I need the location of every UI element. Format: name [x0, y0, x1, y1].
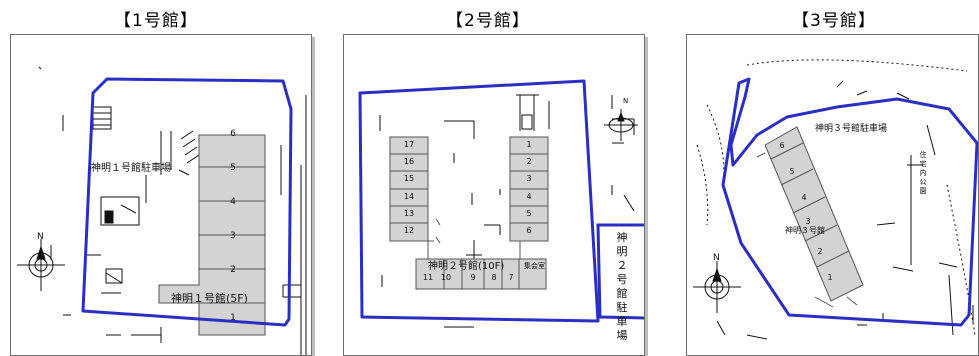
unit-number: 16	[403, 157, 415, 166]
compass-north-letter: N	[623, 97, 629, 105]
north-compass	[604, 109, 638, 141]
site-map-building-2: N 17 16 15 14 13 12 1 2 3 4 5 6 11 10 9 …	[343, 34, 645, 356]
unit-number: 5	[230, 163, 236, 173]
compass-north-letter: N	[37, 232, 44, 242]
north-compass	[693, 261, 741, 313]
unit-number: 2	[817, 247, 823, 256]
unit-number: 6	[779, 141, 785, 150]
site-boundary	[721, 77, 978, 327]
site-boundary	[358, 79, 600, 323]
unit-number: 5	[789, 167, 795, 176]
unit-number: 5	[526, 209, 532, 218]
site-map-building-3: N 神明３号館駐車場 神明３号館 6 5 4 3 2 1 住 宅 内 公 園	[686, 34, 979, 356]
unit-number: 6	[230, 129, 236, 139]
unit-number: 7	[508, 273, 514, 282]
parking-label: 神明１号館駐車場	[91, 163, 171, 174]
compass-north-letter: N	[713, 253, 720, 263]
panel-1-title: 【1号館】	[114, 11, 198, 31]
map-drawing	[358, 79, 644, 328]
north-compass	[17, 239, 65, 291]
map-frame: N 神明３号館駐車場 神明３号館 6 5 4 3 2 1 住 宅 内 公 園	[686, 34, 979, 356]
unit-number: 6	[526, 226, 532, 235]
site-map-building-1: N 神明１号館駐車場 神明１号館(5F) 6 5 4 3 2 1	[10, 34, 312, 356]
unit-number: 9	[470, 273, 476, 282]
unit-number: 4	[801, 193, 807, 202]
unit-number: 17	[403, 140, 415, 149]
park-label-vertical: 住 宅 内 公 園	[919, 151, 927, 195]
unit-number: 2	[526, 157, 532, 166]
map-frame: N 17 16 15 14 13 12 1 2 3 4 5 6 11 10 9 …	[343, 34, 645, 356]
unit-number: 8	[491, 273, 497, 282]
unit-number: 4	[526, 192, 532, 201]
parking-label: 神明３号館駐車場	[815, 124, 888, 134]
parking-boundary	[596, 223, 644, 320]
panel-3-title: 【3号館】	[792, 11, 876, 31]
unit-number: 2	[230, 265, 236, 275]
unit-number: 4	[230, 197, 236, 207]
building-label: 神明２号館(10F)	[428, 261, 505, 272]
unit-number: 3	[230, 231, 236, 241]
parking-label-vertical: 神 明 ２ 号 館 駐 車 場	[616, 231, 628, 342]
unit-number: 1	[827, 273, 833, 282]
map-drawing	[17, 66, 307, 355]
hall-label: 集会室	[524, 262, 545, 270]
site-boundary	[81, 77, 293, 327]
map-drawing	[693, 59, 978, 340]
unit-number: 3	[526, 174, 532, 183]
unit-number: 12	[403, 226, 415, 235]
panel-2-title: 【2号館】	[446, 11, 530, 31]
building-label: 神明１号館(5F)	[171, 292, 248, 305]
unit-number: 3	[805, 217, 811, 226]
unit-number: 1	[230, 313, 236, 323]
unit-number: 15	[403, 174, 415, 183]
unit-number: 11	[422, 273, 434, 282]
unit-number: 14	[403, 192, 415, 201]
unit-number: 13	[403, 209, 415, 218]
building-label: 神明３号館	[785, 226, 825, 235]
unit-number: 10	[440, 273, 452, 282]
map-frame: N 神明１号館駐車場 神明１号館(5F) 6 5 4 3 2 1	[10, 34, 312, 356]
unit-number: 1	[526, 140, 532, 149]
